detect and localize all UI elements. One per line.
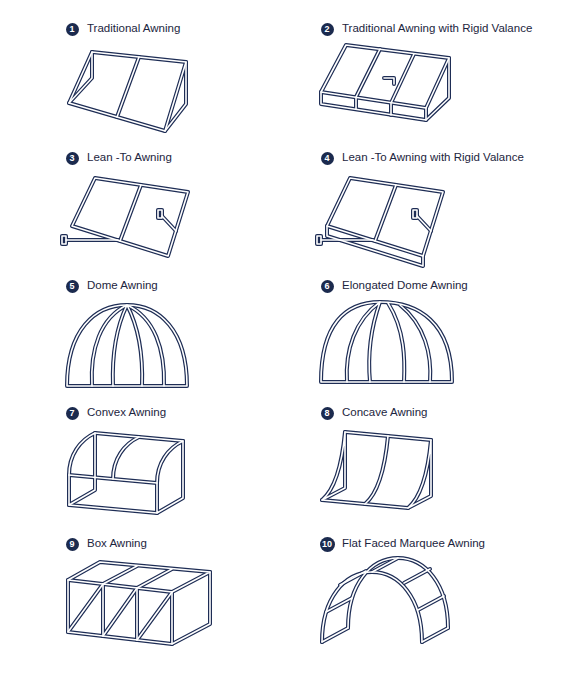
- callout-number: 4: [324, 154, 329, 163]
- callout-circle: 9: [66, 538, 79, 551]
- callout-number: 10: [322, 540, 332, 549]
- callout-number: 1: [69, 25, 74, 34]
- callout-number: 9: [69, 540, 74, 549]
- callout-number: 2: [324, 25, 329, 34]
- callout-circle: 3: [66, 152, 79, 165]
- callout-circle: 4: [321, 152, 334, 165]
- callout-circle: 8: [321, 407, 334, 420]
- callout-number: 6: [324, 282, 329, 291]
- callout-circle: 5: [66, 280, 79, 293]
- awning-title: Concave Awning: [342, 406, 427, 420]
- callout-circle: 10: [320, 537, 335, 552]
- awning-title: Elongated Dome Awning: [342, 279, 468, 293]
- awning-title: Lean -To Awning with Rigid Valance: [342, 151, 524, 165]
- awning-title: Traditional Awning with Rigid Valance: [342, 22, 532, 36]
- callout-circle: 1: [66, 23, 79, 36]
- callout-number: 8: [324, 409, 329, 418]
- awning-title: Convex Awning: [87, 406, 166, 420]
- awning-title: Flat Faced Marquee Awning: [342, 537, 485, 551]
- callout-circle: 2: [321, 23, 334, 36]
- callout-number: 5: [69, 282, 74, 291]
- awning-title: Traditional Awning: [87, 22, 180, 36]
- awning-title: Dome Awning: [87, 279, 158, 293]
- awning-title: Box Awning: [87, 537, 147, 551]
- callout-number: 3: [69, 154, 74, 163]
- callout-circle: 6: [321, 280, 334, 293]
- callout-circle: 7: [66, 407, 79, 420]
- awning-title: Lean -To Awning: [87, 151, 172, 165]
- callout-number: 7: [69, 409, 74, 418]
